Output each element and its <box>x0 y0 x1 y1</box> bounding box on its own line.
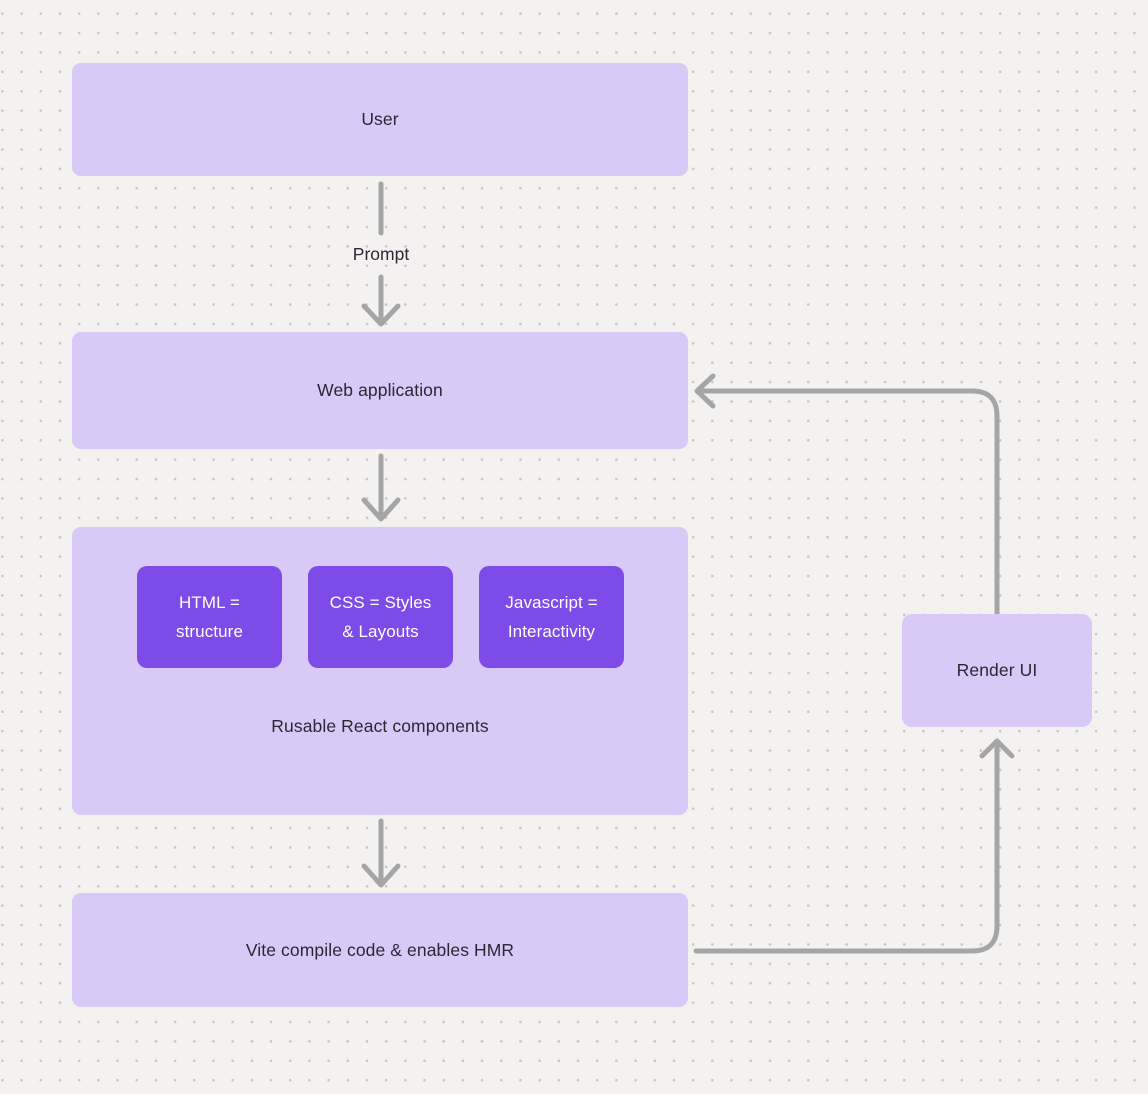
arrow-head-up-icon <box>979 738 1015 759</box>
chip-html: HTML = structure <box>137 566 282 668</box>
chip-javascript: Javascript = Interactivity <box>479 566 624 668</box>
arrow-shaft <box>698 388 1000 617</box>
components-chip-row: HTML = structure CSS = Styles & Layouts … <box>137 566 624 668</box>
chip-css-label: CSS = Styles & Layouts <box>329 593 432 641</box>
edge-web-components <box>361 453 401 522</box>
node-vite: Vite compile code & enables HMR <box>72 893 688 1007</box>
arrow-head-left-icon <box>694 373 716 409</box>
node-vite-label: Vite compile code & enables HMR <box>245 939 515 960</box>
edge-render-web <box>694 373 1000 617</box>
arrow-shaft <box>693 742 1000 954</box>
arrow-head-down-icon <box>361 863 401 888</box>
node-render-ui-label: Render UI <box>956 660 1038 680</box>
node-web-application: Web application <box>72 332 688 449</box>
edge-components-vite <box>361 818 401 888</box>
edge-label-prompt: Prompt <box>352 244 410 264</box>
node-web-application-label: Web application <box>317 380 443 400</box>
node-components-group: HTML = structure CSS = Styles & Layouts … <box>72 527 688 815</box>
chip-javascript-label: Javascript = Interactivity <box>505 593 598 641</box>
components-group-label: Rusable React components <box>271 716 489 736</box>
node-user-label: User <box>361 109 399 129</box>
chip-css: CSS = Styles & Layouts <box>308 566 453 668</box>
arrow-head-down-icon <box>361 303 401 327</box>
edge-vite-render <box>693 738 1015 954</box>
chip-html-label: HTML = structure <box>175 593 244 641</box>
arrow-head-down-icon <box>361 497 401 522</box>
node-render-ui: Render UI <box>902 614 1092 727</box>
node-user: User <box>72 63 688 176</box>
